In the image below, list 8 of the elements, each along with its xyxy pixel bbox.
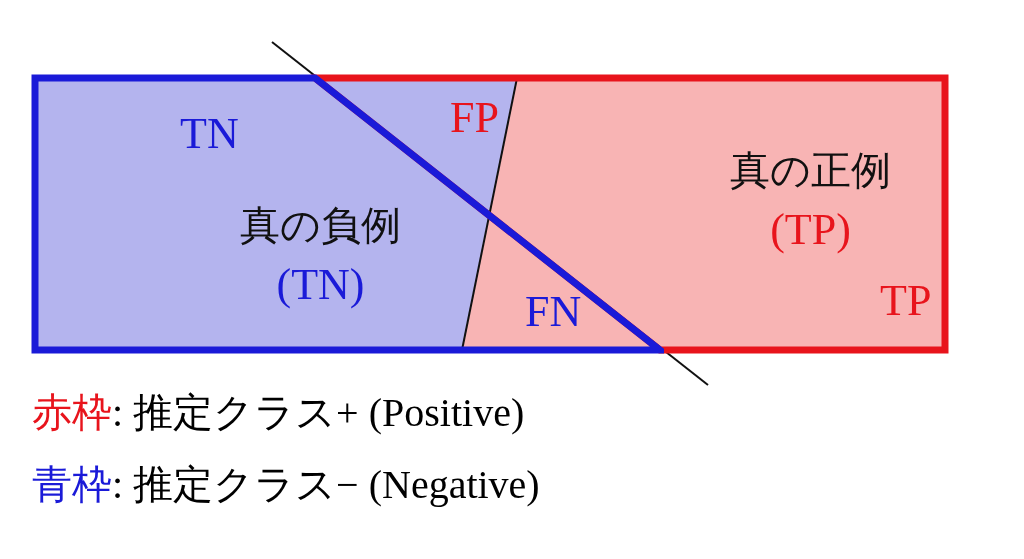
region-label: 真の負例 (TN) xyxy=(240,201,401,311)
region-label: FP xyxy=(450,92,499,144)
region-label: TN xyxy=(180,108,239,160)
region-label: FN xyxy=(525,286,582,338)
region-label: TP xyxy=(880,275,932,327)
region-label: 真の正例 (TP) xyxy=(730,146,891,256)
legend-text: 青枠: 推定クラス− (Negative) xyxy=(32,462,540,507)
legend-text: 赤枠: 推定クラス+ (Positive) xyxy=(32,390,525,435)
